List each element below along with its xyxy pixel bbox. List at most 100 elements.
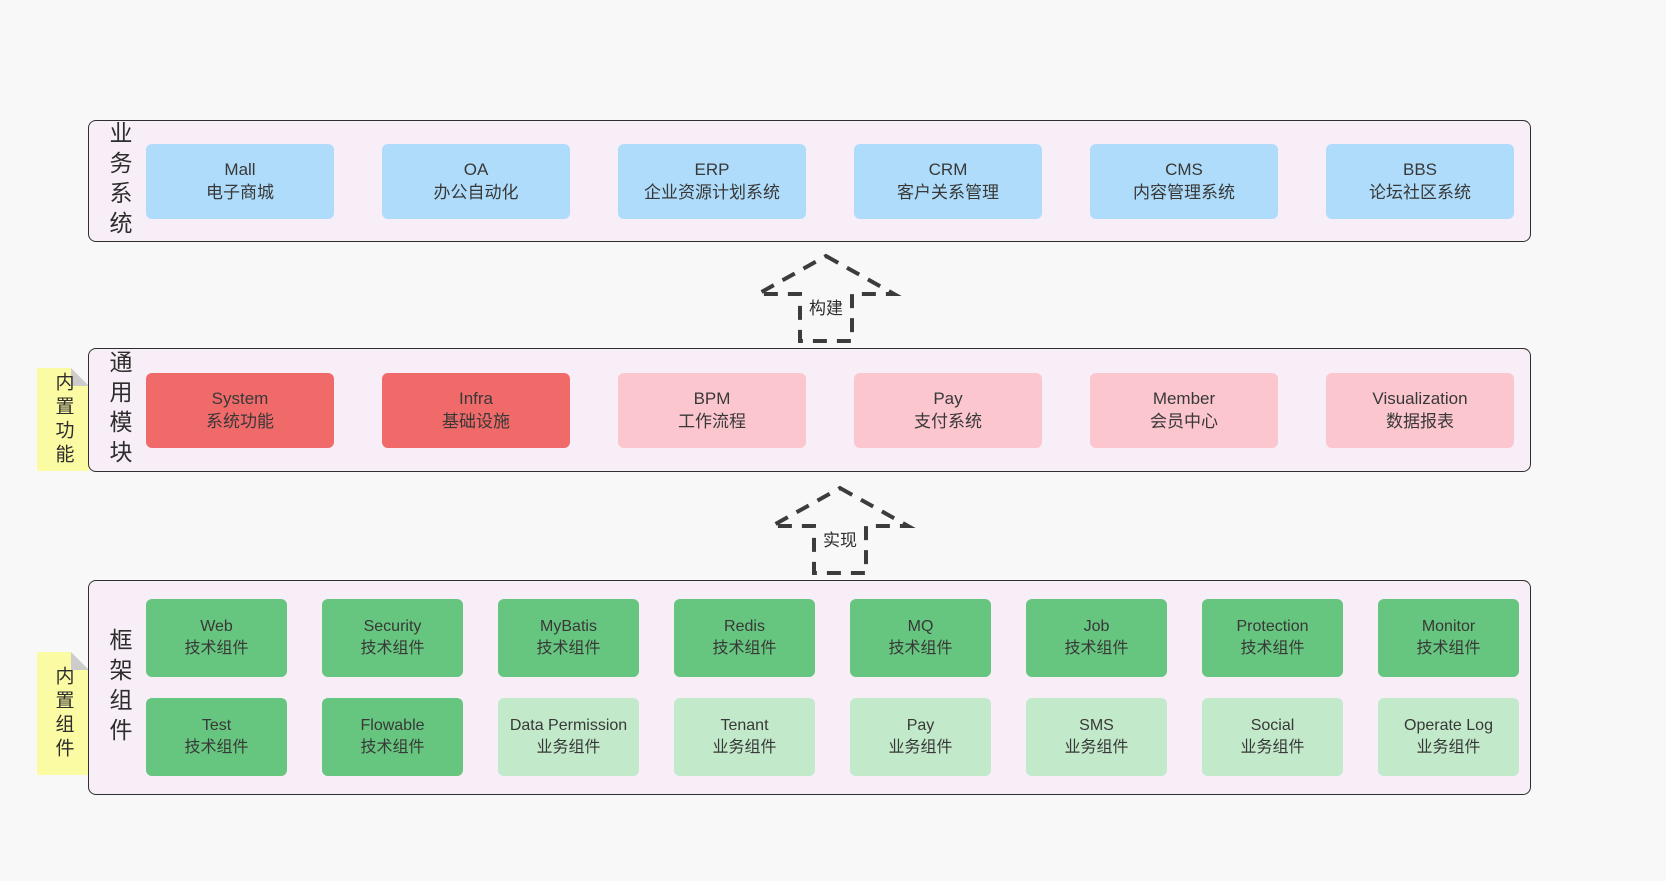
node-title: Member <box>1152 388 1216 408</box>
band-common-modules: 通用模块 System 系统功能 Infra 基础设施 BPM 工作流程 Pay 支付系统 Me… <box>88 348 1531 472</box>
node-title: Monitor <box>1421 617 1476 635</box>
node-subtitle: 技术组件 <box>1240 640 1305 657</box>
node-title: Test <box>201 716 232 734</box>
node-social: Social 业务组件 <box>1202 698 1343 776</box>
node-pay: Pay 业务组件 <box>850 698 991 776</box>
node-oa: OA 办公自动化 <box>382 143 570 219</box>
node-title: Protection <box>1236 617 1309 635</box>
node-title: SMS <box>1079 716 1114 734</box>
up-arrow-dashed-icon <box>750 253 902 343</box>
node-subtitle: 办公自动化 <box>433 183 519 202</box>
node-title: BBS <box>1402 159 1438 179</box>
node-mall: Mall 电子商城 <box>146 143 334 219</box>
band-components-side-label: 框架组件 <box>106 627 132 748</box>
band-row: System 系统功能 Infra 基础设施 BPM 工作流程 Pay 支付系统 Member 会… <box>146 372 1530 448</box>
node-title: CRM <box>928 159 968 179</box>
node-member: Member 会员中心 <box>1090 372 1278 448</box>
node-subtitle: 业务组件 <box>712 739 777 756</box>
node-subtitle: 电子商城 <box>206 183 274 202</box>
node-pay: Pay 支付系统 <box>854 372 1042 448</box>
node-title: System <box>211 388 269 408</box>
node-title: MQ <box>907 617 934 635</box>
node-title: ERP <box>694 159 730 179</box>
node-sms: SMS 业务组件 <box>1026 698 1167 776</box>
node-subtitle: 业务组件 <box>536 739 601 756</box>
node-bpm: BPM 工作流程 <box>618 372 806 448</box>
sticky-note-label: 内置组件 <box>52 665 74 762</box>
node-flowable: Flowable 技术组件 <box>322 698 463 776</box>
node-subtitle: 客户关系管理 <box>897 183 999 202</box>
node-subtitle: 企业资源计划系统 <box>644 183 780 202</box>
node-subtitle: 业务组件 <box>888 739 953 756</box>
node-subtitle: 技术组件 <box>360 739 425 756</box>
node-title: Job <box>1083 617 1110 635</box>
node-tenant: Tenant 业务组件 <box>674 698 815 776</box>
node-job: Job 技术组件 <box>1026 599 1167 677</box>
node-title: Pay <box>906 716 935 734</box>
node-redis: Redis 技术组件 <box>674 599 815 677</box>
node-subtitle: 业务组件 <box>1240 739 1305 756</box>
node-subtitle: 基础设施 <box>442 412 510 431</box>
node-title: Tenant <box>720 716 769 734</box>
band-business-side-label: 业务系统 <box>106 121 132 241</box>
node-subtitle: 工作流程 <box>678 412 746 431</box>
node-title: Pay <box>933 388 963 408</box>
node-title: Social <box>1250 716 1295 734</box>
node-subtitle: 数据报表 <box>1386 412 1454 431</box>
node-security: Security 技术组件 <box>322 599 463 677</box>
node-title: Data Permission <box>509 716 628 734</box>
node-mq: MQ 技术组件 <box>850 599 991 677</box>
sticky-note-label: 内置功能 <box>52 371 74 468</box>
node-system: System 系统功能 <box>146 372 334 448</box>
node-subtitle: 业务组件 <box>1416 739 1481 756</box>
node-subtitle: 技术组件 <box>184 640 249 657</box>
node-title: Operate Log <box>1404 716 1493 734</box>
node-subtitle: 技术组件 <box>360 640 425 657</box>
node-subtitle: 技术组件 <box>184 739 249 756</box>
node-infra: Infra 基础设施 <box>382 372 570 448</box>
node-subtitle: 技术组件 <box>888 640 953 657</box>
sticky-note-paper <box>37 652 89 775</box>
node-subtitle: 技术组件 <box>1064 640 1129 657</box>
node-subtitle: 支付系统 <box>914 412 982 431</box>
arrow-build: 构建 <box>750 253 902 344</box>
up-arrow-dashed-icon <box>764 485 916 575</box>
node-title: Web <box>200 617 233 635</box>
node-operate-log: Operate Log 业务组件 <box>1378 698 1519 776</box>
node-title: Visualization <box>1372 388 1468 408</box>
node-subtitle: 系统功能 <box>206 412 274 431</box>
node-subtitle: 内容管理系统 <box>1133 183 1235 202</box>
arrow-implement-label: 实现 <box>820 525 860 552</box>
node-mybatis: MyBatis 技术组件 <box>498 599 639 677</box>
sticky-note-builtin-features: 内置功能 <box>37 368 89 471</box>
node-data-permission: Data Permission 业务组件 <box>498 698 639 776</box>
node-title: Redis <box>724 617 765 635</box>
node-title: BPM <box>693 388 731 408</box>
band-modules-side-label: 通用模块 <box>106 350 132 470</box>
node-title: Infra <box>458 388 494 408</box>
node-subtitle: 会员中心 <box>1150 412 1218 431</box>
node-title: Mall <box>224 159 256 179</box>
node-title: Security <box>363 617 422 635</box>
node-visualization: Visualization 数据报表 <box>1326 372 1514 448</box>
node-title: MyBatis <box>540 617 597 635</box>
band-modules-rows: System 系统功能 Infra 基础设施 BPM 工作流程 Pay 支付系统 Member 会… <box>89 349 1530 471</box>
node-title: Flowable <box>360 716 425 734</box>
arrow-build-label: 构建 <box>806 293 846 320</box>
node-test: Test 技术组件 <box>146 698 287 776</box>
node-protection: Protection 技术组件 <box>1202 599 1343 677</box>
node-subtitle: 技术组件 <box>712 640 777 657</box>
node-subtitle: 技术组件 <box>536 640 601 657</box>
node-title: OA <box>463 159 489 179</box>
node-crm: CRM 客户关系管理 <box>854 143 1042 219</box>
node-subtitle: 业务组件 <box>1064 739 1129 756</box>
arrow-implement: 实现 <box>764 485 916 576</box>
